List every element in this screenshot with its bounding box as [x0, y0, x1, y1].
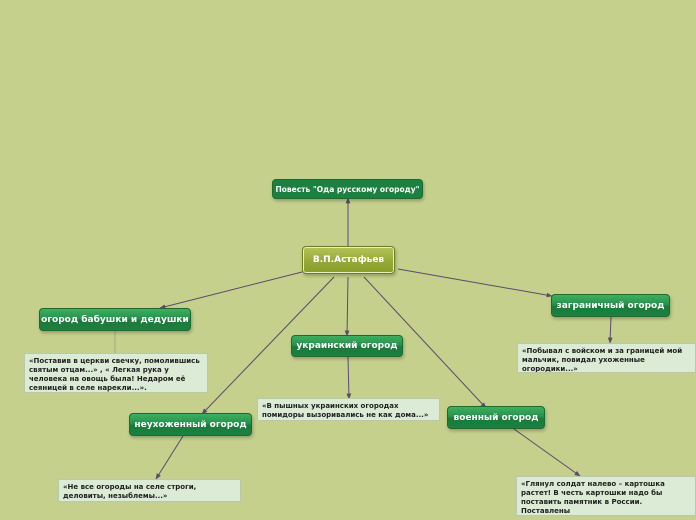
neglected-garden-node[interactable]: неухоженный огород — [129, 413, 252, 436]
edge-center-to-neglected — [201, 276, 335, 415]
military-garden-node[interactable]: военный огород — [447, 406, 545, 429]
edge-abroad-to-note — [607, 316, 613, 344]
military-quote-note[interactable]: «Глянул солдат налево – картошка растет!… — [516, 476, 696, 516]
edge-center-to-abroad — [397, 268, 553, 298]
foreign-quote-note[interactable]: «Побывал с войском и за границей мой мал… — [517, 343, 696, 373]
foreign-garden-node[interactable]: заграничный огород — [551, 294, 670, 317]
ukrainian-garden-node[interactable]: украинский огород — [291, 335, 403, 357]
neglected-quote-note[interactable]: «Не все огороды на селе строги, деловиты… — [58, 479, 241, 502]
edge-ukrainian-to-note — [346, 356, 352, 400]
story-title-node[interactable]: Повесть "Ода русскому огороду" — [272, 179, 423, 199]
grandparents-garden-node[interactable]: огород бабушки и дедушки — [39, 308, 191, 331]
edge-center-to-ukrainian — [344, 276, 350, 337]
center-node-astafyev[interactable]: В.П.Астафьев — [302, 246, 395, 274]
edge-center-to-military — [363, 276, 487, 409]
edge-center-to-grandparents — [159, 271, 303, 309]
edge-neglected-to-note — [155, 435, 184, 480]
ukrainian-quote-note[interactable]: «В пышных украинских огородах помидоры в… — [257, 398, 440, 421]
grandparents-quote-note[interactable]: «Поставив в церкви свечку, помолившись с… — [24, 353, 208, 393]
edge-military-to-note — [513, 428, 581, 477]
